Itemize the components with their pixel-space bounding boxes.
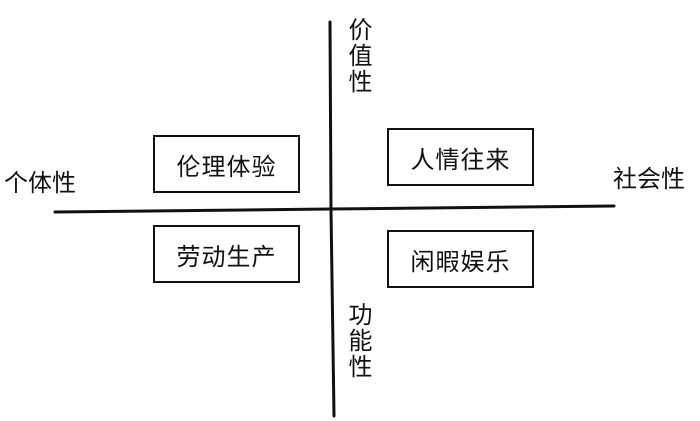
axis-label-right: 社会性 <box>613 165 685 193</box>
quadrant-bottom-right: 闲暇娱乐 <box>387 230 534 288</box>
quadrant-top-right: 人情往来 <box>387 128 534 186</box>
horizontal-axis <box>53 204 616 214</box>
axis-label-top: 价值性 <box>344 17 372 95</box>
vertical-axis <box>328 20 336 418</box>
axis-label-left: 个体性 <box>4 169 76 197</box>
axis-label-bottom: 功能性 <box>344 301 372 380</box>
quadrant-top-left: 伦理体验 <box>153 135 300 193</box>
quadrant-bottom-left: 劳动生产 <box>153 225 300 283</box>
